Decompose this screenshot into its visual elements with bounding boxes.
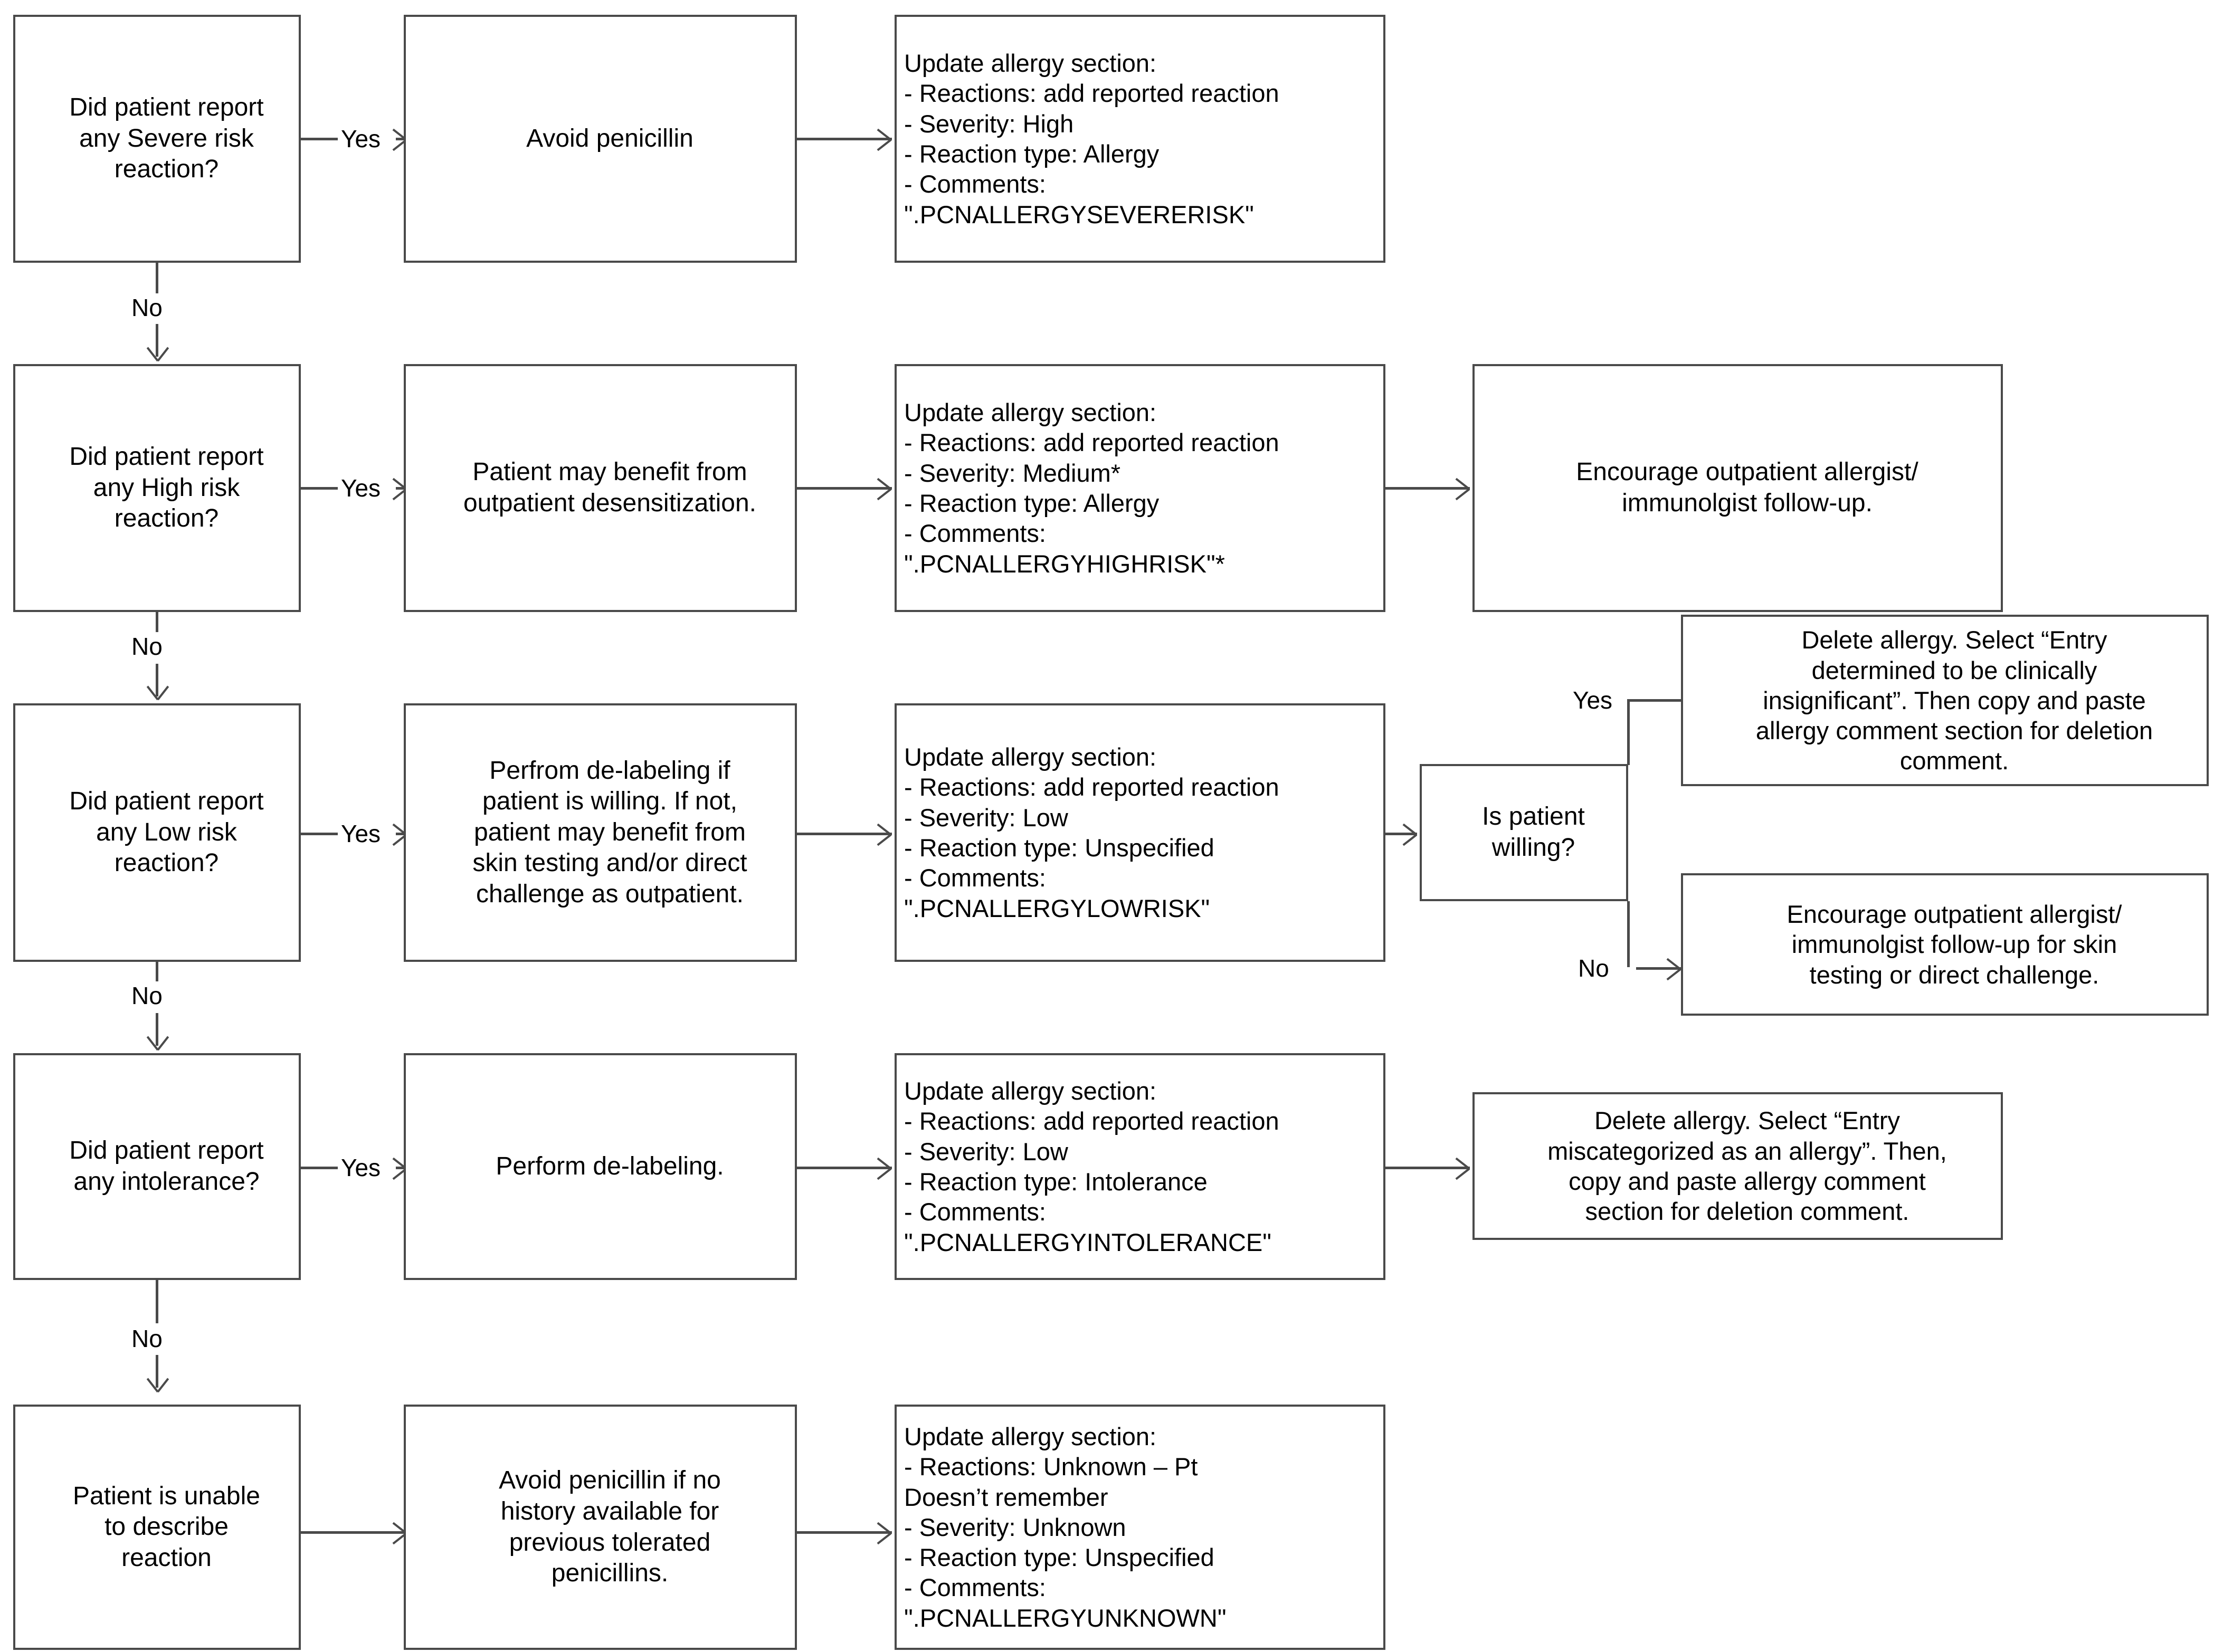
arrow-low-update bbox=[874, 825, 892, 843]
action-avoid-penicillin[interactable]: Avoid penicillin bbox=[404, 15, 797, 263]
edge-intolerance-update-to-followup bbox=[1385, 1167, 1470, 1169]
edge-unknown-action-to-update bbox=[797, 1531, 892, 1534]
edge-label-intolerance-yes: Yes bbox=[338, 1153, 384, 1182]
arrow-high-update bbox=[874, 479, 892, 497]
arrow-high-no bbox=[148, 683, 166, 701]
outcome-followup-skin-testing-label: Encourage outpatient allergist/ immunolg… bbox=[1787, 900, 2122, 989]
edge-label-willing-yes: Yes bbox=[1570, 686, 1616, 714]
edge-label-high-no: No bbox=[128, 632, 166, 661]
edge-willing-yes-hline bbox=[1628, 699, 1681, 702]
terminal-unable-to-describe[interactable]: Patient is unable to describe reaction bbox=[13, 1405, 301, 1650]
edge-willing-yes-vline bbox=[1627, 699, 1630, 765]
terminal-unable-to-describe-label: Patient is unable to describe reaction bbox=[73, 1482, 260, 1572]
followup-allergist-high-label: Encourage outpatient allergist/ immunolg… bbox=[1576, 458, 1918, 517]
arrow-low-no bbox=[148, 1033, 166, 1051]
decision-severe-risk[interactable]: Did patient report any Severe risk react… bbox=[13, 15, 301, 263]
update-allergy-high[interactable]: Update allergy section: - Reactions: add… bbox=[895, 364, 1385, 612]
outcome-delete-allergy-insignificant-label: Delete allergy. Select “Entry determined… bbox=[1755, 626, 2153, 775]
arrow-intolerance-followup bbox=[1452, 1159, 1470, 1177]
action-perform-delabeling[interactable]: Perform de-labeling. bbox=[404, 1053, 797, 1280]
edge-intolerance-yes-line bbox=[301, 1167, 339, 1169]
outcome-followup-skin-testing[interactable]: Encourage outpatient allergist/ immunolg… bbox=[1681, 873, 2209, 1016]
action-outpatient-desensitization-label: Patient may benefit from outpatient dese… bbox=[463, 458, 757, 517]
edge-label-high-yes: Yes bbox=[338, 474, 384, 502]
update-allergy-unknown[interactable]: Update allergy section: - Reactions: Unk… bbox=[895, 1405, 1385, 1650]
decision-low-risk[interactable]: Did patient report any Low risk reaction… bbox=[13, 703, 301, 962]
edge-label-low-no: No bbox=[128, 981, 166, 1010]
edge-high-action-to-update bbox=[797, 487, 892, 490]
update-allergy-unknown-label: Update allergy section: - Reactions: Unk… bbox=[904, 1422, 1227, 1632]
edge-severe-action-to-update bbox=[797, 138, 892, 140]
arrow-intolerance-no bbox=[148, 1375, 166, 1393]
edge-low-yes-line bbox=[301, 833, 339, 835]
arrow-unknown-update bbox=[874, 1523, 892, 1541]
followup-allergist-high[interactable]: Encourage outpatient allergist/ immunolg… bbox=[1472, 364, 2003, 612]
action-avoid-penicillin-no-history-label: Avoid penicillin if no history available… bbox=[499, 1466, 721, 1588]
update-allergy-low[interactable]: Update allergy section: - Reactions: add… bbox=[895, 703, 1385, 962]
update-allergy-severe[interactable]: Update allergy section: - Reactions: add… bbox=[895, 15, 1385, 263]
decision-low-risk-label: Did patient report any Low risk reaction… bbox=[69, 787, 264, 877]
decision-intolerance[interactable]: Did patient report any intolerance? bbox=[13, 1053, 301, 1280]
edge-severe-no-line2 bbox=[156, 324, 158, 357]
edge-intolerance-action-to-update bbox=[797, 1167, 892, 1169]
edge-label-willing-no: No bbox=[1575, 954, 1612, 982]
action-delabeling-skin-testing-label: Perfrom de-labeling if patient is willin… bbox=[472, 756, 747, 908]
decision-is-patient-willing[interactable]: Is patient willing? bbox=[1420, 764, 1628, 901]
arrow-intolerance-update bbox=[874, 1159, 892, 1177]
update-allergy-high-label: Update allergy section: - Reactions: add… bbox=[904, 398, 1279, 578]
edge-low-action-to-update bbox=[797, 833, 892, 835]
decision-high-risk-label: Did patient report any High risk reactio… bbox=[69, 443, 264, 533]
update-allergy-low-label: Update allergy section: - Reactions: add… bbox=[904, 743, 1279, 922]
edge-low-no-line2 bbox=[156, 1013, 158, 1046]
edge-unknown-to-action bbox=[301, 1531, 406, 1534]
edge-label-intolerance-no: No bbox=[128, 1324, 166, 1353]
action-outpatient-desensitization[interactable]: Patient may benefit from outpatient dese… bbox=[404, 364, 797, 612]
outcome-delete-allergy-miscategorized[interactable]: Delete allergy. Select “Entry miscategor… bbox=[1472, 1092, 2003, 1240]
decision-is-patient-willing-label: Is patient willing? bbox=[1482, 803, 1585, 862]
action-avoid-penicillin-no-history[interactable]: Avoid penicillin if no history available… bbox=[404, 1405, 797, 1650]
edge-willing-no-vline bbox=[1627, 901, 1630, 967]
arrow-severe-update bbox=[874, 130, 892, 148]
arrow-low-subdecision bbox=[1400, 825, 1418, 843]
edge-label-low-yes: Yes bbox=[338, 819, 384, 848]
decision-intolerance-label: Did patient report any intolerance? bbox=[69, 1137, 264, 1196]
update-allergy-intolerance-label: Update allergy section: - Reactions: add… bbox=[904, 1077, 1279, 1256]
edge-severe-yes-line bbox=[301, 138, 339, 140]
edge-high-yes-line bbox=[301, 487, 339, 490]
edge-high-no-line2 bbox=[156, 664, 158, 696]
edge-label-severe-no: No bbox=[128, 293, 166, 322]
edge-willing-no-hline bbox=[1636, 967, 1681, 970]
arrow-willing-no bbox=[1664, 959, 1681, 977]
action-avoid-penicillin-label: Avoid penicillin bbox=[526, 124, 693, 152]
edge-intolerance-no-line bbox=[156, 1280, 158, 1323]
update-allergy-severe-label: Update allergy section: - Reactions: add… bbox=[904, 49, 1279, 228]
edge-severe-no-line bbox=[156, 263, 158, 306]
arrow-severe-no bbox=[148, 344, 166, 362]
arrow-high-followup bbox=[1452, 479, 1470, 497]
action-perform-delabeling-label: Perform de-labeling. bbox=[496, 1152, 724, 1180]
outcome-delete-allergy-insignificant[interactable]: Delete allergy. Select “Entry determined… bbox=[1681, 615, 2209, 786]
decision-severe-risk-label: Did patient report any Severe risk react… bbox=[69, 93, 264, 184]
outcome-delete-allergy-miscategorized-label: Delete allergy. Select “Entry miscategor… bbox=[1547, 1106, 1947, 1226]
edge-intolerance-no-line2 bbox=[156, 1355, 158, 1388]
action-delabeling-skin-testing[interactable]: Perfrom de-labeling if patient is willin… bbox=[404, 703, 797, 962]
edge-high-update-to-followup bbox=[1385, 487, 1470, 490]
decision-high-risk[interactable]: Did patient report any High risk reactio… bbox=[13, 364, 301, 612]
edge-label-severe-yes: Yes bbox=[338, 125, 384, 153]
update-allergy-intolerance[interactable]: Update allergy section: - Reactions: add… bbox=[895, 1053, 1385, 1280]
